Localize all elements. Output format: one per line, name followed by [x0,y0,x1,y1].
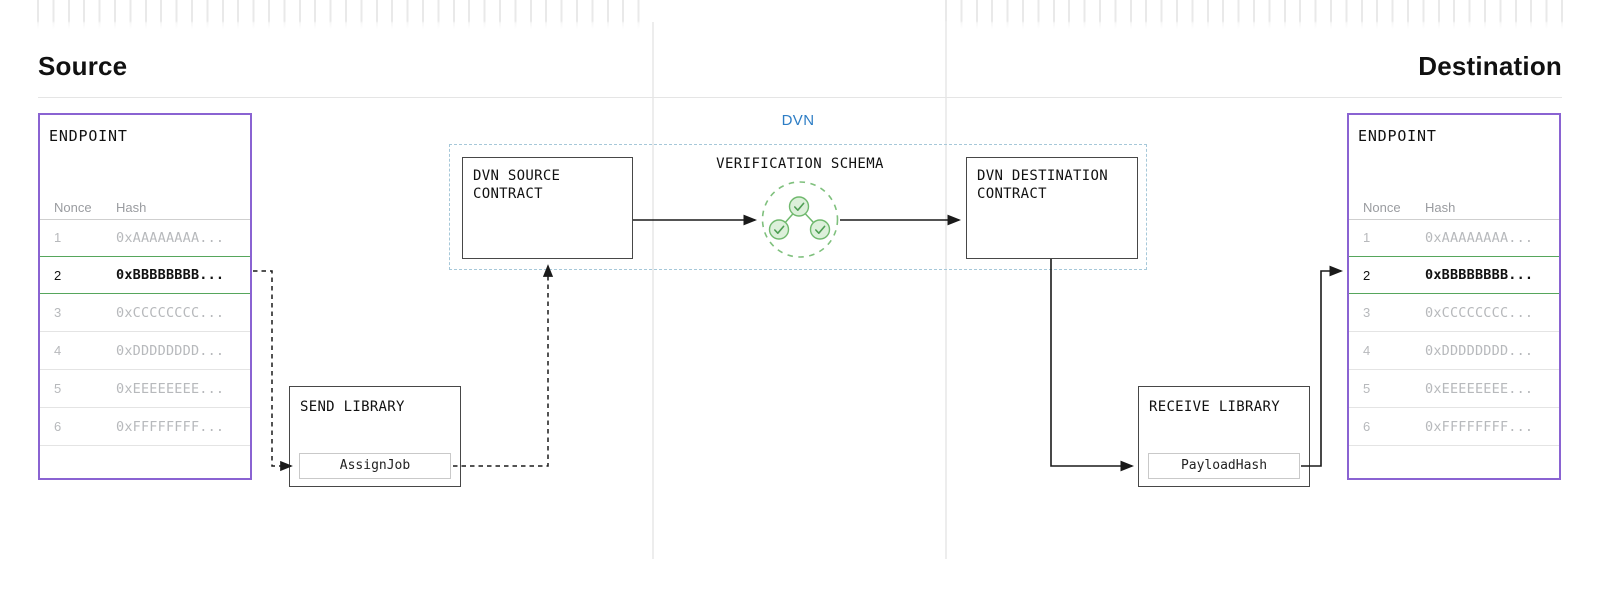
nonce-cell: 2 [1363,267,1371,283]
arrow-assignjob-to-dvn-source [453,264,554,467]
endpoint-row-nonce-3: 3 0xCCCCCCCC... [1349,294,1559,332]
nonce-cell: 3 [54,305,62,320]
nonce-cell: 4 [1363,343,1371,358]
dvn-source-contract-label: DVN SOURCE CONTRACT [473,168,561,202]
endpoint-row-nonce-1: 1 0xAAAAAAAA... [40,219,250,257]
send-library-label: SEND LIBRARY [300,399,405,415]
nonce-cell: 5 [1363,381,1371,396]
hash-cell: 0xEEEEEEEE... [1425,380,1534,397]
nonce-cell: 6 [54,419,62,434]
nonce-column-header: Nonce [1363,200,1401,215]
hash-cell: 0xDDDDDDDD... [116,342,225,359]
arrow-endpoint-to-assignjob [253,270,293,472]
endpoint-row-nonce-1: 1 0xAAAAAAAA... [1349,219,1559,257]
heading-divider-line [38,97,1562,98]
section-divider-left [652,22,654,559]
nonce-hash-table: 1 0xAAAAAAAA... 2 0xBBBBBBBB... 3 0xCCCCCCCC.… [1349,219,1559,446]
hash-column-header: Hash [1425,200,1456,215]
endpoint-row-nonce-2: 2 0xBBBBBBBB... [40,256,250,294]
nonce-cell: 1 [54,230,62,245]
nonce-hash-table: 1 0xAAAAAAAA... 2 0xBBBBBBBB... 3 0xCCCCCCCC.… [40,219,250,446]
nonce-cell: 5 [54,381,62,396]
hash-cell: 0xBBBBBBBB... [116,267,225,283]
hash-cell: 0xBBBBBBBB... [1425,267,1534,283]
hash-cell: 0xCCCCCCCC... [1425,304,1534,321]
hash-cell: 0xAAAAAAAA... [1425,229,1534,246]
destination-heading: Destination [1418,51,1562,81]
source-endpoint-box: ENDPOINT Nonce Hash 1 0xAAAAAAAA... 2 0xBBB… [38,113,252,480]
endpoint-row-nonce-6: 6 0xFFFFFFFF... [40,408,250,446]
nonce-column-header: Nonce [54,200,92,215]
hash-column-header: Hash [116,200,147,215]
hash-cell: 0xAAAAAAAA... [116,229,225,246]
assign-job-box: AssignJob [299,453,451,479]
timeline-ruler-right [945,0,1563,30]
nonce-cell: 6 [1363,419,1371,434]
endpoint-row-nonce-4: 4 0xDDDDDDDD... [1349,332,1559,370]
hash-cell: 0xCCCCCCCC... [116,304,225,321]
destination-endpoint-box: ENDPOINT Nonce Hash 1 0xAAAAAAAA... 2 0xBBB… [1347,113,1561,480]
endpoint-row-nonce-5: 5 0xEEEEEEEE... [1349,370,1559,408]
nonce-cell: 4 [54,343,62,358]
dvn-label: DVN [781,112,815,129]
timeline-ruler-left [37,0,653,30]
nonce-cell: 3 [1363,305,1371,320]
hash-cell: 0xFFFFFFFF... [116,418,225,435]
hash-cell: 0xFFFFFFFF... [1425,418,1534,435]
nonce-hash-table-header: Nonce Hash [40,200,250,220]
arrow-dvn-destination-to-payloadhash [1050,259,1135,472]
dvn-destination-contract-box: DVN DESTINATION CONTRACT [966,157,1138,259]
hash-cell: 0xEEEEEEEE... [116,380,225,397]
payload-hash-box: PayloadHash [1148,453,1300,479]
section-divider-right [945,22,947,559]
verification-schema-label: VERIFICATION SCHEMA [716,156,884,172]
nonce-cell: 2 [54,267,62,283]
endpoint-row-nonce-4: 4 0xDDDDDDDD... [40,332,250,370]
nonce-hash-table-header: Nonce Hash [1349,200,1559,220]
receive-library-box: RECEIVE LIBRARY PayloadHash [1138,386,1310,487]
endpoint-row-nonce-3: 3 0xCCCCCCCC... [40,294,250,332]
dvn-destination-contract-label: DVN DESTINATION CONTRACT [977,168,1108,202]
send-library-box: SEND LIBRARY AssignJob [289,386,461,487]
endpoint-row-nonce-5: 5 0xEEEEEEEE... [40,370,250,408]
endpoint-title: ENDPOINT [1358,127,1437,145]
nonce-cell: 1 [1363,230,1371,245]
dvn-dashed-container [449,144,1147,270]
endpoint-title: ENDPOINT [49,127,128,145]
endpoint-row-nonce-2: 2 0xBBBBBBBB... [1349,256,1559,294]
dvn-source-contract-box: DVN SOURCE CONTRACT [462,157,633,259]
endpoint-row-nonce-6: 6 0xFFFFFFFF... [1349,408,1559,446]
hash-cell: 0xDDDDDDDD... [1425,342,1534,359]
receive-library-label: RECEIVE LIBRARY [1149,399,1280,415]
source-heading: Source [38,51,128,81]
